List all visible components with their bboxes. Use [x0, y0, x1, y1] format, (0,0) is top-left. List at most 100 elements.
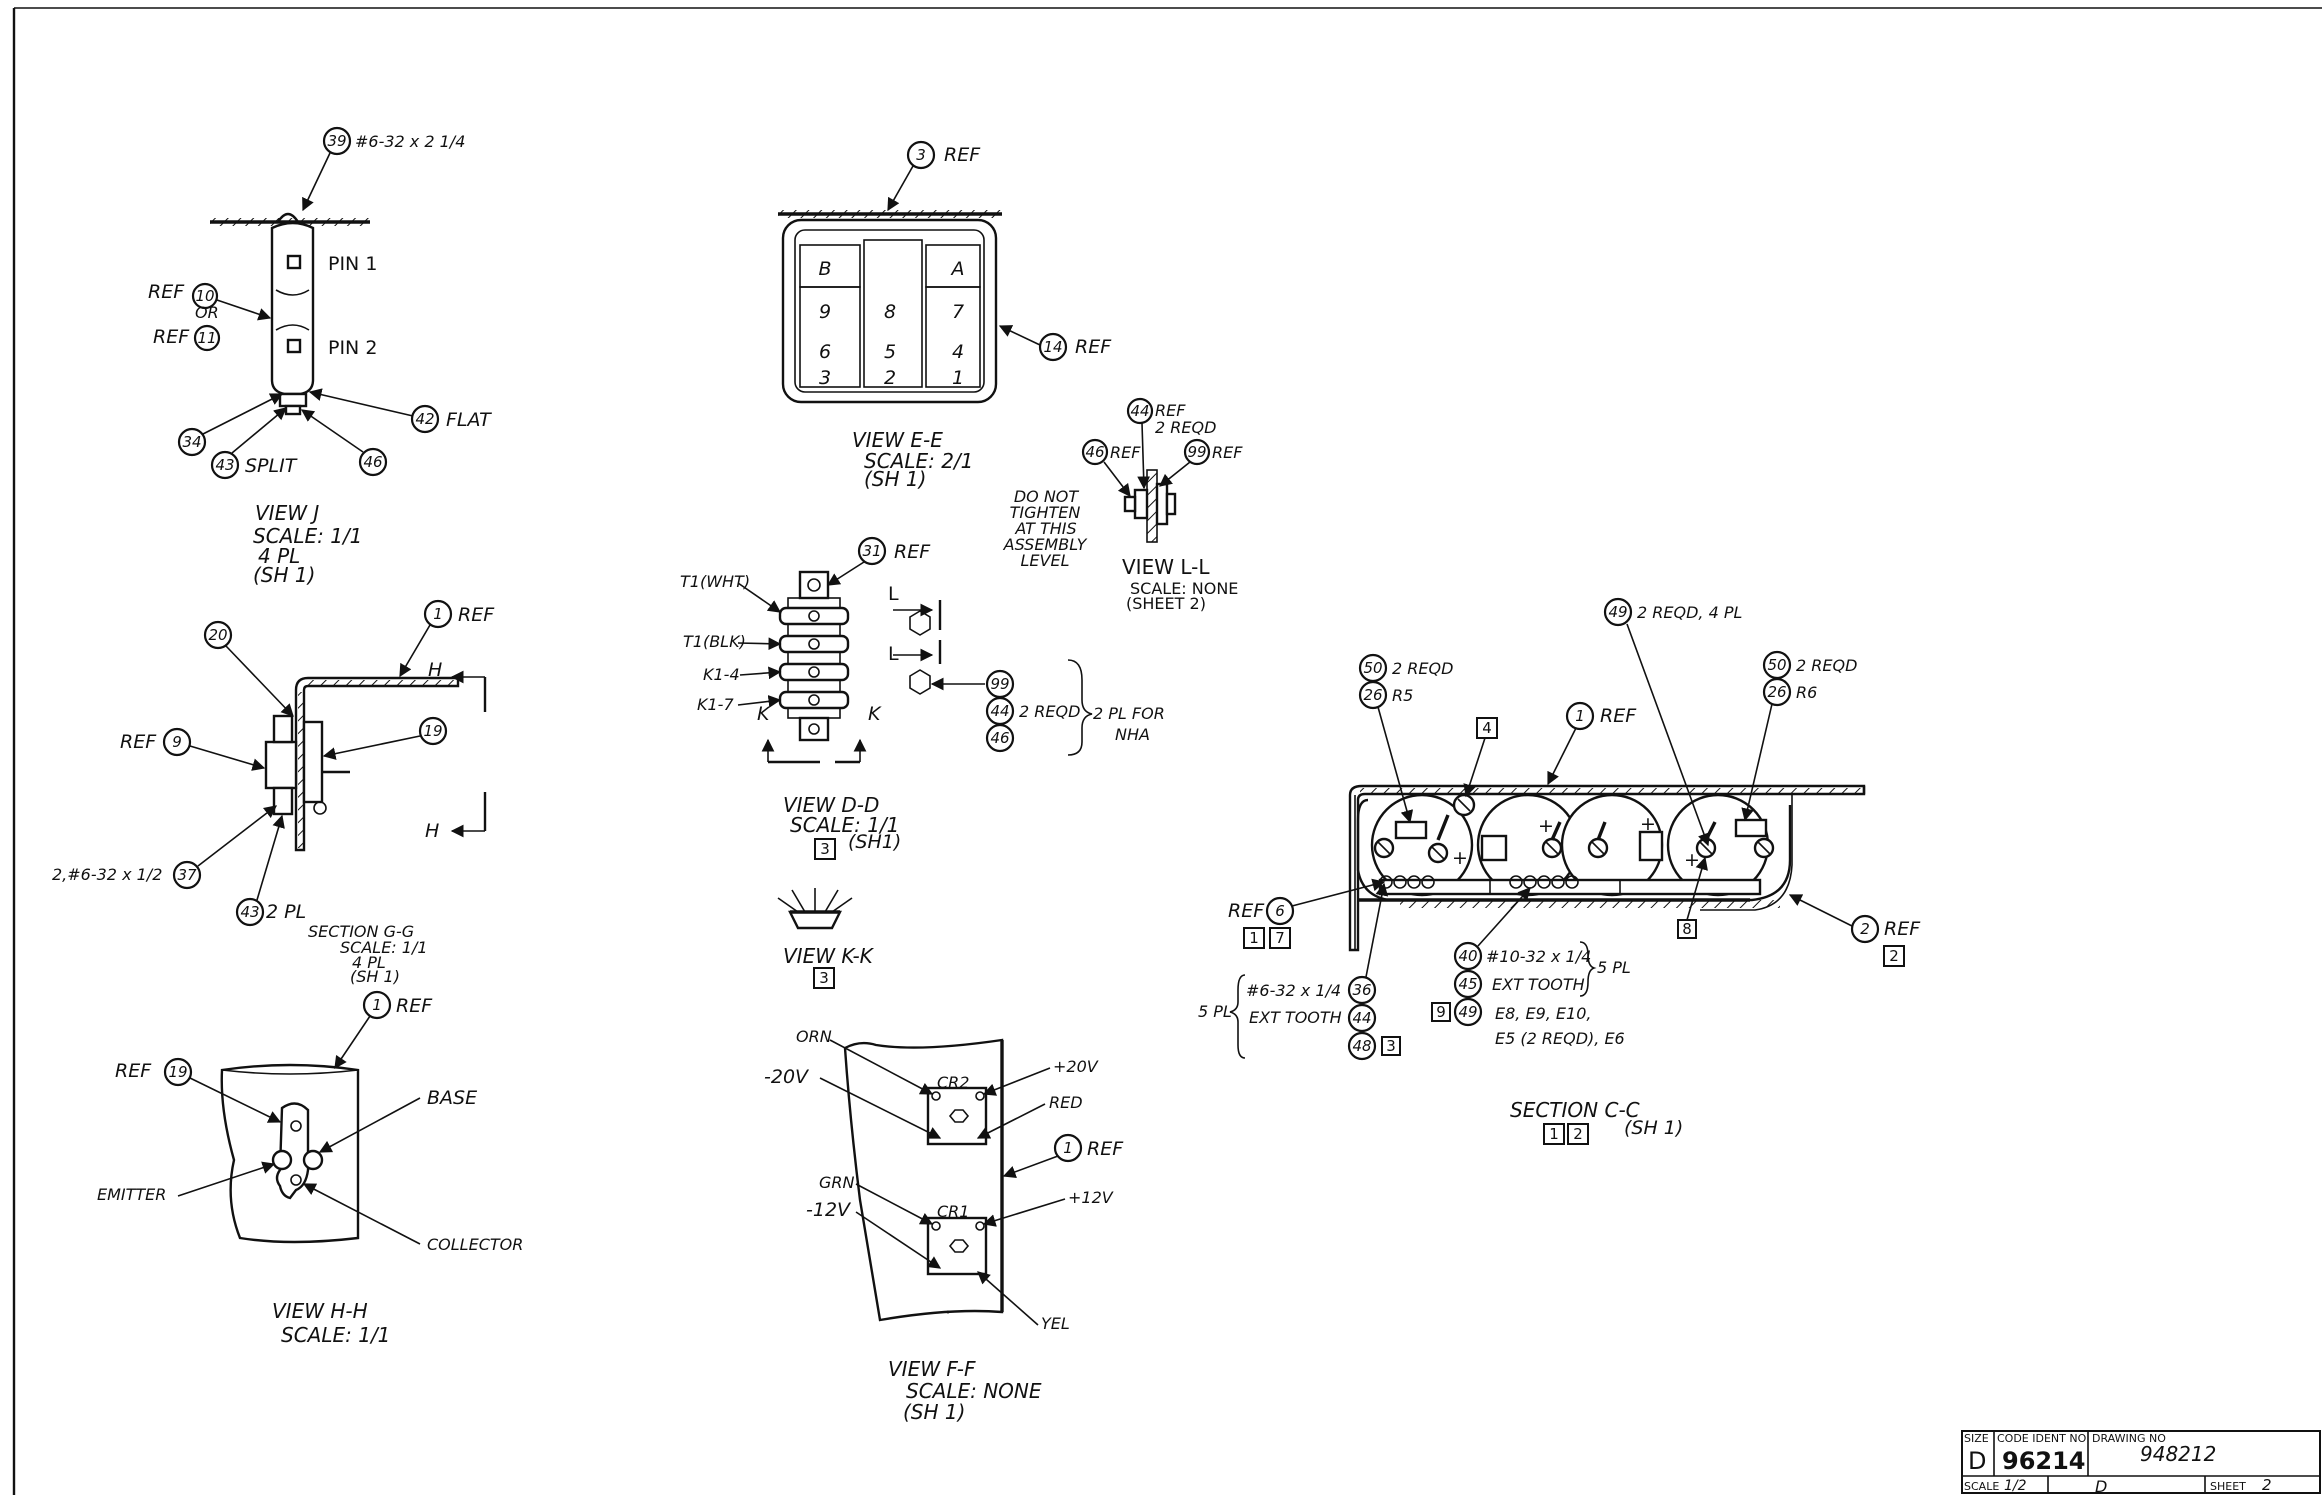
svg-text:2: 2	[1573, 1125, 1583, 1143]
svg-text:8: 8	[884, 301, 896, 323]
title-block: SIZE D CODE IDENT NO 96214 DRAWING NO 94…	[1961, 1430, 2321, 1495]
ref-label: REF	[894, 541, 931, 563]
view-hh-scale: SCALE: 1/1	[281, 1323, 390, 1347]
ext-tooth-label: EXT TOOTH	[1492, 975, 1585, 994]
svg-text:48: 48	[1352, 1037, 1371, 1055]
svg-text:4: 4	[1482, 719, 1492, 737]
svg-text:5: 5	[884, 341, 896, 363]
callout-48: 48	[1347, 1031, 1377, 1061]
flat-label: FLAT	[446, 409, 492, 431]
view-ll-scale: SCALE: NONE	[1130, 579, 1238, 598]
callout-46: 46	[1081, 438, 1109, 466]
note-box-8: 8	[1677, 919, 1697, 939]
callout-31: 31	[857, 536, 887, 566]
cr1-label: CR1	[937, 1202, 969, 1221]
callout-20: 20	[203, 620, 233, 650]
svg-text:37: 37	[177, 866, 197, 884]
callout-46: 46	[985, 723, 1015, 753]
r5-label: R5	[1392, 686, 1413, 705]
svg-text:36: 36	[1352, 981, 1371, 999]
split-label: SPLIT	[245, 455, 298, 477]
callout-36: 36	[1347, 975, 1377, 1005]
view-kk: VIEW K-K 3	[777, 888, 875, 989]
svg-text:50: 50	[1767, 656, 1786, 674]
callout-50: 50	[1358, 653, 1388, 683]
svg-text:9: 9	[172, 733, 182, 751]
section-gg-qty: 4 PL	[352, 953, 386, 972]
callout-39-note: #6-32 x 2 1/4	[355, 132, 465, 151]
callout-26: 26	[1358, 680, 1388, 710]
svg-text:6: 6	[819, 341, 831, 363]
view-ff: CR2 CR1 ORN -20V +20V RED 1 REF GRN -12V…	[764, 1027, 1124, 1424]
code-ident-value: 96214	[2002, 1447, 2086, 1475]
view-kk-title: VIEW K-K	[783, 944, 875, 968]
red-label: RED	[1049, 1093, 1083, 1112]
ref-label: REF	[944, 144, 981, 166]
svg-text:99: 99	[1187, 443, 1206, 461]
callout-11: 11	[193, 324, 221, 352]
section-mark-h: H	[428, 659, 442, 681]
view-j-scale: SCALE: 1/1	[253, 524, 362, 548]
svg-text:1: 1	[433, 605, 443, 623]
callout-37: 37	[172, 860, 202, 890]
k1-4-label: K1-4	[703, 665, 740, 684]
svg-text:44: 44	[990, 702, 1009, 720]
section-mark-l: L	[888, 583, 899, 605]
sheet-header: SHEET	[2210, 1480, 2246, 1493]
svg-text:9: 9	[819, 301, 831, 323]
ref-label: REF	[458, 604, 495, 626]
svg-text:1: 1	[952, 367, 964, 389]
terminal-strip	[778, 606, 850, 710]
size-header: SIZE	[1964, 1432, 1989, 1445]
section-gg-scale: SCALE: 1/1	[340, 938, 428, 957]
view-ff-sheet-ref: (SH 1)	[903, 1400, 965, 1424]
svg-text:10: 10	[195, 287, 214, 305]
callout-46: 46	[358, 447, 388, 477]
qty-label: 2 REQD	[1155, 418, 1216, 437]
svg-text:50: 50	[1363, 659, 1382, 677]
svg-text:40: 40	[1458, 947, 1477, 965]
qty-label: 2 REQD, 4 PL	[1637, 603, 1742, 622]
minus12v-label: -12V	[806, 1199, 852, 1221]
svg-text:1: 1	[1575, 707, 1585, 725]
svg-text:11: 11	[197, 329, 216, 347]
screw-row	[1379, 875, 1579, 889]
svg-text:7: 7	[952, 301, 964, 323]
callout-44: 44	[985, 696, 1015, 726]
k1-7-label: K1-7	[697, 695, 734, 714]
base-label: BASE	[427, 1087, 477, 1109]
section-gg-sheet-ref: (SH 1)	[350, 967, 400, 986]
svg-text:20: 20	[208, 626, 227, 644]
svg-text:7: 7	[1275, 929, 1285, 947]
qty-label: 2 REQD	[1392, 659, 1453, 678]
callout-45: 45	[1453, 969, 1483, 999]
svg-text:2: 2	[1860, 920, 1870, 938]
svg-text:LEVEL: LEVEL	[1021, 551, 1070, 570]
note-box-1: 1	[1243, 927, 1265, 949]
ref-label: REF	[1110, 443, 1141, 462]
view-j: PIN 1 PIN 2 39 #6-32 x 2 1/4 REF 10 OR R…	[148, 126, 492, 587]
svg-text:DO NOT: DO NOT	[1014, 487, 1080, 506]
view-ll: 44 REF 2 REQD 46 REF 99 REF DO NOT TIGHT…	[1003, 397, 1243, 613]
svg-text:B: B	[818, 258, 831, 280]
note-box-4: 4	[1476, 717, 1498, 739]
orn-label: ORN	[796, 1027, 832, 1046]
view-ll-sheet-ref: (SHEET 2)	[1126, 594, 1206, 613]
svg-text:46: 46	[990, 729, 1009, 747]
pl-note: 2 PL FOR	[1093, 704, 1165, 723]
ref-label: REF	[115, 1060, 152, 1082]
rev-value: D	[2095, 1477, 2107, 1495]
note-box-2: 2	[1567, 1123, 1589, 1145]
scale-header: SCALE	[1964, 1480, 1999, 1493]
svg-text:9: 9	[1436, 1003, 1446, 1021]
svg-text:19: 19	[168, 1063, 187, 1081]
callout-19: 19	[418, 716, 448, 746]
note-box-3: 3	[813, 967, 835, 989]
svg-text:39: 39	[327, 132, 346, 150]
view-ee-sheet-ref: (SH 1)	[864, 467, 926, 491]
callout-44: 44	[1347, 1003, 1377, 1033]
qty-label: 2 REQD	[1796, 656, 1857, 675]
sheet-value: 2	[2262, 1476, 2272, 1494]
view-j-sheet-ref: (SH 1)	[253, 563, 315, 587]
svg-text:44: 44	[1130, 402, 1149, 420]
